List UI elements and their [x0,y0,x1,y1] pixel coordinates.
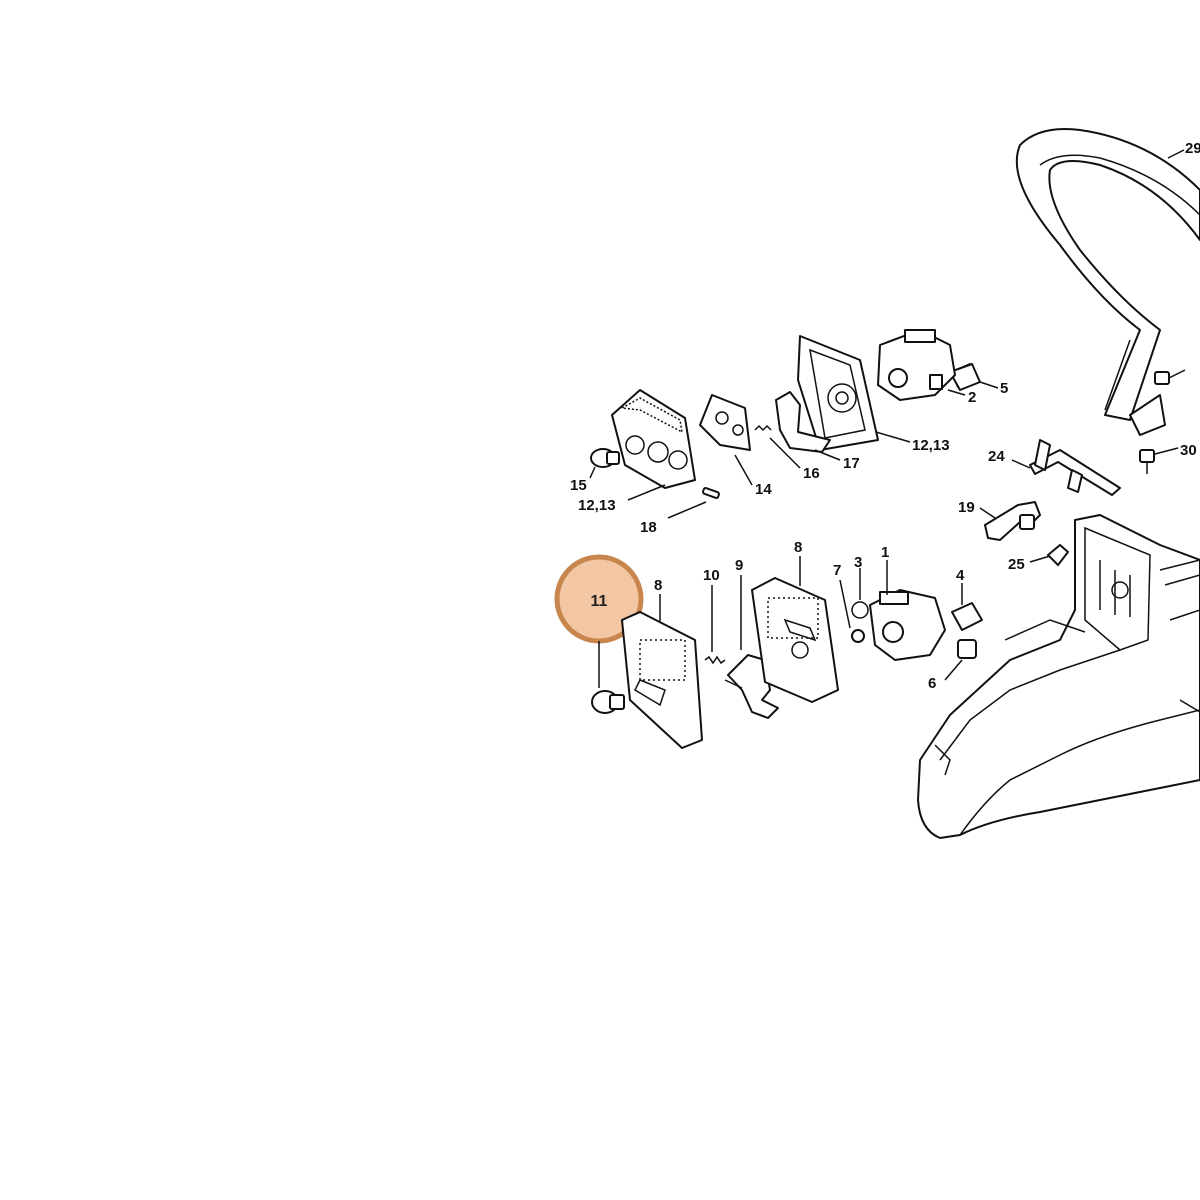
label-3: 3 [854,554,862,571]
filter-housing-top [797,335,879,451]
label-17: 17 [843,455,860,472]
label-15: 15 [570,477,587,494]
spring-16 [754,424,772,432]
carburetor-part-1 [869,589,946,661]
screw-30 [1139,449,1155,474]
pin-18 [702,487,720,499]
label-2: 2 [968,389,976,406]
spring-10 [704,655,726,665]
label-5: 5 [1000,380,1008,397]
o-ring-3 [851,601,869,619]
main-housing [917,514,1200,839]
throttle-rod-24 [1029,439,1121,496]
screw-part [1154,369,1186,385]
filter-housing-middle-8 [751,577,839,703]
label-9: 9 [735,557,743,574]
label-11: 11 [591,593,608,610]
label-25: 25 [1008,556,1025,573]
carburetor-part-2 [877,329,956,401]
label-24: 24 [988,448,1005,465]
gasket-14 [699,394,751,451]
label-12-13-top: 12,13 [912,437,950,454]
label-8-mid: 8 [794,539,802,556]
label-19: 19 [958,499,975,516]
label-10: 10 [703,567,720,584]
part-6-cylinder [957,639,977,659]
label-12-13-left: 12,13 [578,497,616,514]
air-filter-left [611,389,696,489]
label-7: 7 [833,562,841,579]
part-25 [1047,544,1069,566]
handlebar-part [1015,128,1200,436]
part-5-block [949,363,981,391]
label-18: 18 [640,519,657,536]
nut-7 [851,629,865,643]
label-8-left: 8 [654,577,662,594]
knob-11 [591,690,625,714]
label-6: 6 [928,675,936,692]
filter-cover-left-8 [621,611,703,749]
label-1: 1 [881,544,889,561]
lever-19 [984,501,1041,541]
leader-29 [1167,149,1185,159]
label-14: 14 [755,481,772,498]
part-4-block [951,602,983,631]
label-4: 4 [956,567,965,584]
choke-lever-17 [775,391,831,453]
label-30: 30 [1180,442,1197,459]
label-16: 16 [803,465,820,482]
knob-15 [590,448,620,468]
label-29: 29 [1185,140,1200,157]
